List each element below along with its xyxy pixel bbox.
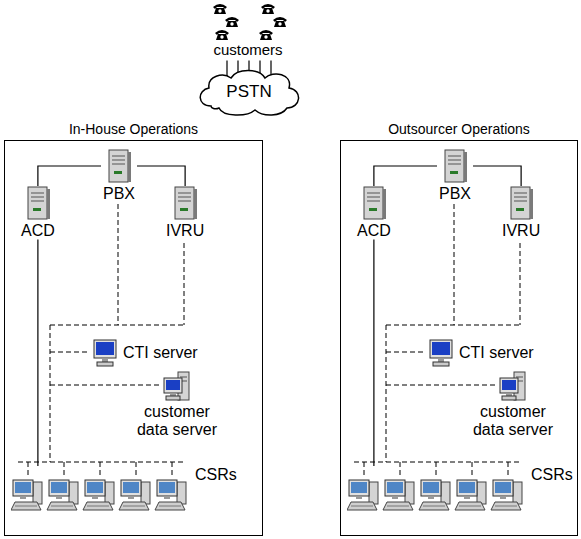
connector bbox=[137, 166, 185, 186]
server-icon bbox=[361, 186, 387, 220]
device-node: PBX bbox=[437, 149, 473, 203]
device-label: PBX bbox=[103, 185, 135, 203]
server-icon bbox=[172, 186, 198, 220]
device-label: customer data server bbox=[133, 403, 221, 438]
device-label: customer data server bbox=[469, 403, 557, 438]
workstation-icons bbox=[11, 478, 189, 512]
workstation-group: CSRs bbox=[347, 466, 573, 512]
device-node: CTI server bbox=[93, 339, 198, 367]
device-label: CSRs bbox=[195, 466, 237, 484]
device-label: ACD bbox=[357, 222, 391, 240]
device-label: CTI server bbox=[459, 344, 534, 362]
server-icon bbox=[508, 186, 534, 220]
node-label: PSTN bbox=[226, 83, 271, 102]
server-icon bbox=[106, 149, 132, 183]
network-cloud: PSTN bbox=[193, 66, 305, 118]
device-label: CTI server bbox=[123, 344, 198, 362]
connector bbox=[38, 166, 101, 186]
device-node: ACD bbox=[355, 186, 393, 240]
telephone-icons bbox=[190, 0, 306, 42]
server-icon bbox=[499, 371, 527, 401]
device-label: IVRU bbox=[166, 222, 204, 240]
device-node: customer data server bbox=[131, 371, 223, 438]
device-label: ACD bbox=[21, 222, 55, 240]
node-label: customers bbox=[190, 42, 306, 59]
device-node: IVRU bbox=[500, 186, 542, 240]
connector bbox=[374, 166, 437, 186]
box-heading: In-House Operations bbox=[5, 122, 262, 137]
device-node: customer data server bbox=[467, 371, 559, 438]
device-node: IVRU bbox=[164, 186, 206, 240]
monitor-icon bbox=[429, 339, 453, 367]
connector bbox=[473, 166, 521, 186]
device-node: PBX bbox=[101, 149, 137, 203]
customer-group: customers bbox=[190, 0, 306, 59]
workstation-icons bbox=[347, 478, 525, 512]
device-label: IVRU bbox=[502, 222, 540, 240]
connector bbox=[37, 240, 38, 466]
operations-box: In-House OperationsPBXACDIVRUCTI serverc… bbox=[4, 140, 263, 536]
device-node: ACD bbox=[19, 186, 57, 240]
server-icon bbox=[25, 186, 51, 220]
monitor-icon bbox=[93, 339, 117, 367]
device-label: PBX bbox=[439, 185, 471, 203]
connector bbox=[373, 240, 374, 466]
server-icon bbox=[442, 149, 468, 183]
server-icon bbox=[163, 371, 191, 401]
device-node: CTI server bbox=[429, 339, 534, 367]
box-heading: Outsourcer Operations bbox=[341, 122, 577, 137]
device-label: CSRs bbox=[531, 466, 573, 484]
workstation-group: CSRs bbox=[11, 466, 237, 512]
operations-box: Outsourcer OperationsPBXACDIVRUCTI serve… bbox=[340, 140, 578, 536]
